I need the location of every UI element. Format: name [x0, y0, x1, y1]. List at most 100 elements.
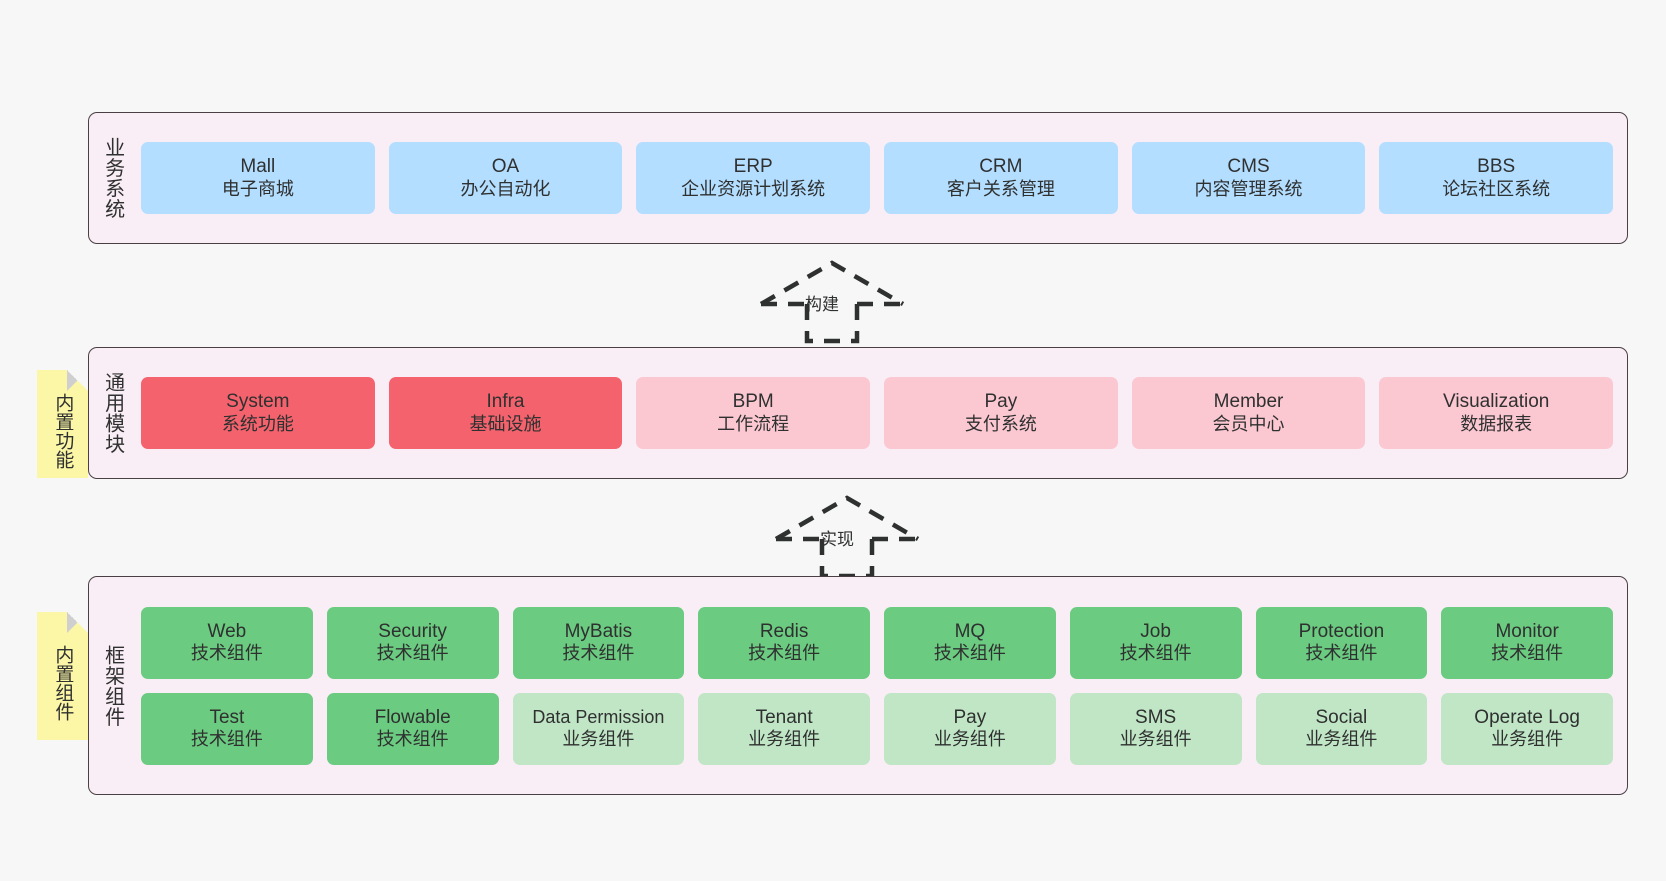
- generalization-arrow-icon: [759, 260, 905, 344]
- box-sms-cn: 业务组件: [1119, 729, 1192, 750]
- arrow-implement: 实现: [760, 487, 935, 587]
- box-data-permission-cn: 业务组件: [562, 728, 635, 749]
- box-flowable-en: Flowable: [374, 706, 451, 728]
- layer-common-modules: 通用模块 System 系统功能 Infra 基础设施 BPM 工作流程 Pay…: [88, 347, 1628, 479]
- box-system-en: System: [226, 391, 290, 413]
- box-security-en: Security: [378, 620, 447, 642]
- box-bpm[interactable]: BPM 工作流程: [636, 377, 871, 449]
- box-security-cn: 技术组件: [376, 643, 449, 664]
- box-system[interactable]: System 系统功能: [141, 377, 375, 449]
- box-bbs-cn: 论坛社区系统: [1442, 178, 1551, 199]
- box-mybatis-en: MyBatis: [564, 620, 633, 642]
- box-visualization-en: Visualization: [1443, 391, 1550, 413]
- box-test-en: Test: [209, 706, 245, 728]
- box-crm[interactable]: CRM 客户关系管理: [884, 142, 1118, 214]
- box-bpm-en: BPM: [732, 391, 774, 413]
- note-builtin-components-label: 内置组件: [52, 645, 74, 721]
- box-security[interactable]: Security 技术组件: [326, 606, 499, 679]
- box-mq[interactable]: MQ 技术组件: [884, 606, 1056, 679]
- box-oa-en: OA: [491, 156, 520, 178]
- box-redis-en: Redis: [759, 620, 809, 642]
- layer-business-systems: 业务系统 Mall 电子商城 OA 办公自动化 ERP 企业资源计划系统 CRM…: [88, 112, 1628, 244]
- box-job[interactable]: Job 技术组件: [1069, 606, 1242, 679]
- box-member[interactable]: Member 会员中心: [1131, 377, 1366, 449]
- framework-tech-row: Web 技术组件 Security 技术组件 MyBatis 技术组件 Redi…: [141, 606, 1613, 679]
- box-pay-component-en: Pay: [953, 706, 987, 728]
- box-mall-cn: 电子商城: [221, 178, 294, 199]
- note-builtin-functions: 内置功能: [37, 370, 88, 478]
- box-pay-module[interactable]: Pay 支付系统: [884, 377, 1118, 449]
- box-pay-module-en: Pay: [984, 391, 1018, 413]
- box-mybatis-cn: 技术组件: [562, 643, 635, 664]
- box-bpm-cn: 工作流程: [717, 413, 790, 434]
- box-erp-cn: 企业资源计划系统: [681, 178, 826, 199]
- box-member-cn: 会员中心: [1212, 413, 1285, 434]
- box-tenant[interactable]: Tenant 业务组件: [698, 692, 870, 765]
- box-flowable-cn: 技术组件: [376, 729, 449, 750]
- box-operate-log[interactable]: Operate Log 业务组件: [1441, 692, 1613, 765]
- box-protection-en: Protection: [1298, 620, 1385, 642]
- box-web-en: Web: [207, 620, 247, 642]
- box-crm-cn: 客户关系管理: [946, 178, 1055, 199]
- box-bbs[interactable]: BBS 论坛社区系统: [1379, 142, 1614, 214]
- framework-business-row: Test 技术组件 Flowable 技术组件 Data Permission …: [141, 692, 1613, 765]
- box-job-cn: 技术组件: [1119, 643, 1192, 664]
- box-protection-cn: 技术组件: [1305, 643, 1378, 664]
- box-monitor-en: Monitor: [1495, 620, 1559, 642]
- box-visualization[interactable]: Visualization 数据报表: [1379, 377, 1614, 449]
- box-operate-log-en: Operate Log: [1474, 706, 1580, 728]
- layer-business-systems-body: Mall 电子商城 OA 办公自动化 ERP 企业资源计划系统 CRM 客户关系…: [135, 113, 1627, 243]
- box-test[interactable]: Test 技术组件: [141, 692, 313, 765]
- box-flowable[interactable]: Flowable 技术组件: [326, 692, 499, 765]
- box-data-permission-en: Data Permission: [532, 706, 665, 727]
- business-systems-row: Mall 电子商城 OA 办公自动化 ERP 企业资源计划系统 CRM 客户关系…: [141, 142, 1614, 214]
- arrow-build-label: 构建: [805, 295, 839, 314]
- box-erp[interactable]: ERP 企业资源计划系统: [636, 142, 871, 214]
- layer-common-modules-title: 通用模块: [101, 372, 124, 454]
- box-erp-en: ERP: [733, 156, 773, 178]
- layer-framework-components-body: Web 技术组件 Security 技术组件 MyBatis 技术组件 Redi…: [135, 577, 1627, 794]
- box-mq-en: MQ: [954, 620, 986, 642]
- box-system-cn: 系统功能: [221, 413, 294, 434]
- layer-business-systems-title: 业务系统: [101, 137, 124, 219]
- box-infra-en: Infra: [486, 391, 525, 413]
- note-builtin-functions-label: 内置功能: [52, 393, 74, 469]
- box-web[interactable]: Web 技术组件: [141, 606, 313, 679]
- arrow-implement-label: 实现: [820, 530, 854, 549]
- box-test-cn: 技术组件: [190, 729, 263, 750]
- note-fold-cover: [67, 612, 88, 633]
- box-bbs-en: BBS: [1477, 156, 1516, 178]
- box-mybatis[interactable]: MyBatis 技术组件: [512, 606, 685, 679]
- box-tenant-en: Tenant: [755, 706, 813, 728]
- box-mall[interactable]: Mall 电子商城: [141, 142, 375, 214]
- layer-framework-components: 框架组件 Web 技术组件 Security 技术组件 MyBatis 技术组件…: [88, 576, 1628, 795]
- box-monitor[interactable]: Monitor 技术组件: [1441, 606, 1613, 679]
- box-web-cn: 技术组件: [190, 643, 263, 664]
- box-protection[interactable]: Protection 技术组件: [1255, 606, 1428, 679]
- box-cms[interactable]: CMS 内容管理系统: [1131, 142, 1366, 214]
- layer-framework-components-title: 框架组件: [101, 644, 124, 727]
- box-member-en: Member: [1213, 391, 1284, 413]
- box-infra-cn: 基础设施: [469, 413, 542, 434]
- box-cms-en: CMS: [1227, 156, 1270, 178]
- box-mall-en: Mall: [240, 156, 276, 178]
- box-visualization-cn: 数据报表: [1460, 413, 1533, 434]
- note-fold-cover: [67, 370, 88, 391]
- box-mq-cn: 技术组件: [933, 643, 1006, 664]
- layer-common-modules-body: System 系统功能 Infra 基础设施 BPM 工作流程 Pay 支付系统…: [135, 348, 1627, 478]
- box-crm-en: CRM: [979, 156, 1023, 178]
- box-redis[interactable]: Redis 技术组件: [698, 606, 870, 679]
- box-pay-component[interactable]: Pay 业务组件: [884, 692, 1056, 765]
- box-social[interactable]: Social 业务组件: [1255, 692, 1428, 765]
- box-sms[interactable]: SMS 业务组件: [1069, 692, 1242, 765]
- box-social-en: Social: [1315, 706, 1368, 728]
- box-pay-component-cn: 业务组件: [933, 729, 1006, 750]
- box-infra[interactable]: Infra 基础设施: [388, 377, 623, 449]
- box-sms-en: SMS: [1135, 706, 1177, 728]
- box-oa[interactable]: OA 办公自动化: [388, 142, 623, 214]
- box-social-cn: 业务组件: [1305, 729, 1378, 750]
- box-redis-cn: 技术组件: [748, 643, 821, 664]
- box-data-permission[interactable]: Data Permission 业务组件: [512, 692, 685, 765]
- box-monitor-cn: 技术组件: [1491, 643, 1564, 664]
